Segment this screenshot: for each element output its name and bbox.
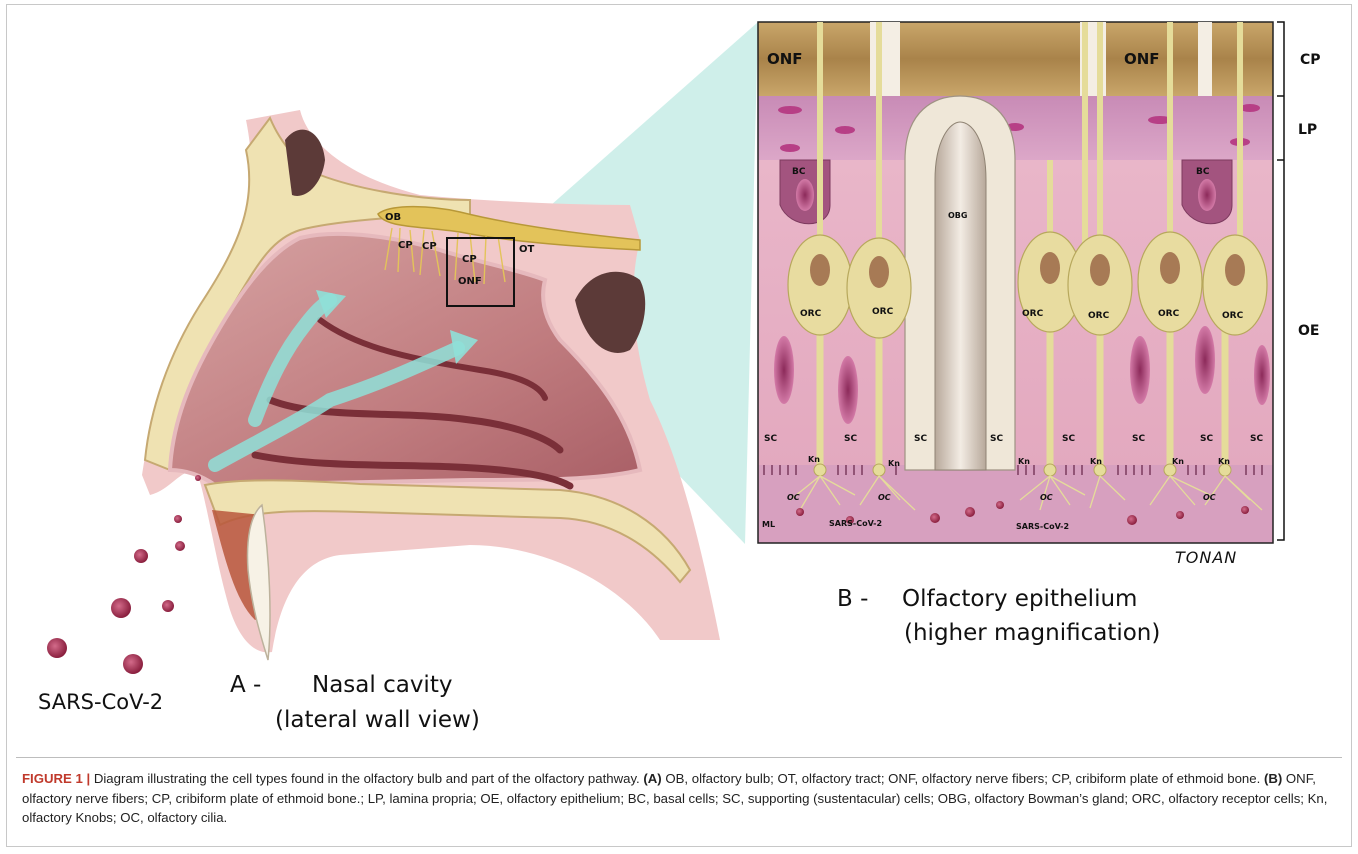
label-onf-left: ONF <box>767 50 803 68</box>
label-bc-right: BC <box>1196 167 1210 177</box>
label-oc-1: OC <box>787 493 800 502</box>
layer-cp <box>758 22 1273 96</box>
label-cp-1: CP <box>398 240 413 251</box>
signature: TONAN <box>1175 548 1237 567</box>
panel-a-title-line2: (lateral wall view) <box>275 707 480 733</box>
virus-particle <box>111 598 131 618</box>
label-onf: ONF <box>458 276 482 287</box>
label-sc-6: SC <box>1132 434 1145 444</box>
virus-particles <box>47 475 201 674</box>
label-sc-5: SC <box>1062 434 1075 444</box>
virus-particle <box>195 475 201 481</box>
label-kn-2: Kn <box>888 459 900 468</box>
layer-bracket <box>1277 22 1284 540</box>
caption-b-tag: (B) <box>1264 771 1282 786</box>
label-sc-4: SC <box>990 434 1003 444</box>
label-ot: OT <box>519 244 535 255</box>
label-ml: ML <box>762 520 775 529</box>
virus-particle <box>134 549 148 563</box>
label-oc-2: OC <box>878 493 891 502</box>
figure-caption: FIGURE 1 | Diagram illustrating the cell… <box>22 769 1338 828</box>
panel-b-title-line2: (higher magnification) <box>904 620 1160 646</box>
label-orc-5: ORC <box>1158 309 1180 319</box>
caption-intro: Diagram illustrating the cell types foun… <box>90 771 643 786</box>
label-oc-3: OC <box>1040 493 1053 502</box>
label-cp-2: CP <box>422 241 437 252</box>
panel-b-letter: B - <box>837 586 868 612</box>
label-ob: OB <box>385 212 401 223</box>
virus-particle <box>174 515 182 523</box>
label-kn-1: Kn <box>808 455 820 464</box>
label-orc-2: ORC <box>872 307 894 317</box>
label-orc-4: ORC <box>1088 311 1110 321</box>
layer-mucus <box>758 465 1273 543</box>
virus-label-a: SARS-CoV-2 <box>38 690 163 714</box>
bracket-label-lp: LP <box>1298 122 1317 138</box>
panel-b-title-line1: Olfactory epithelium <box>902 586 1137 612</box>
bracket-label-cp: CP <box>1300 52 1321 68</box>
label-virus-b-1: SARS-CoV-2 <box>829 519 882 528</box>
caption-a-text: OB, olfactory bulb; OT, olfactory tract;… <box>662 771 1264 786</box>
label-kn-3: Kn <box>1018 457 1030 466</box>
label-orc-3: ORC <box>1022 309 1044 319</box>
label-onf-right: ONF <box>1124 50 1160 68</box>
label-sc-3: SC <box>914 434 927 444</box>
label-orc-6: ORC <box>1222 311 1244 321</box>
illustration: OB CP CP CP ONF OT <box>0 0 1358 760</box>
virus-particle <box>175 541 185 551</box>
label-kn-4: Kn <box>1090 457 1102 466</box>
panel-a-letter: A - <box>230 672 261 698</box>
label-sc-1: SC <box>764 434 777 444</box>
panel-a-title-line1: Nasal cavity <box>312 672 452 698</box>
virus-particle <box>47 638 67 658</box>
bracket-label-oe: OE <box>1298 323 1319 339</box>
caption-separator <box>16 757 1342 758</box>
bowmans-gland-lumen <box>935 122 986 470</box>
caption-a-tag: (A) <box>643 771 661 786</box>
label-sc-8: SC <box>1250 434 1263 444</box>
panel-b-drawing: ONF ONF OBG BC BC ORC ORC ORC ORC ORC OR… <box>758 22 1321 567</box>
label-orc-1: ORC <box>800 309 822 319</box>
label-virus-b-2: SARS-CoV-2 <box>1016 522 1069 531</box>
label-kn-6: Kn <box>1218 457 1230 466</box>
label-sc-2: SC <box>844 434 857 444</box>
caption-head: FIGURE 1 | <box>22 771 90 786</box>
label-cp-3: CP <box>462 254 477 265</box>
virus-particle <box>123 654 143 674</box>
virus-particle <box>162 600 174 612</box>
label-bc-left: BC <box>792 167 806 177</box>
panel-a-drawing: OB CP CP CP ONF OT <box>47 22 758 674</box>
label-sc-7: SC <box>1200 434 1213 444</box>
label-obg: OBG <box>948 211 967 220</box>
label-kn-5: Kn <box>1172 457 1184 466</box>
label-oc-4: OC <box>1203 493 1216 502</box>
